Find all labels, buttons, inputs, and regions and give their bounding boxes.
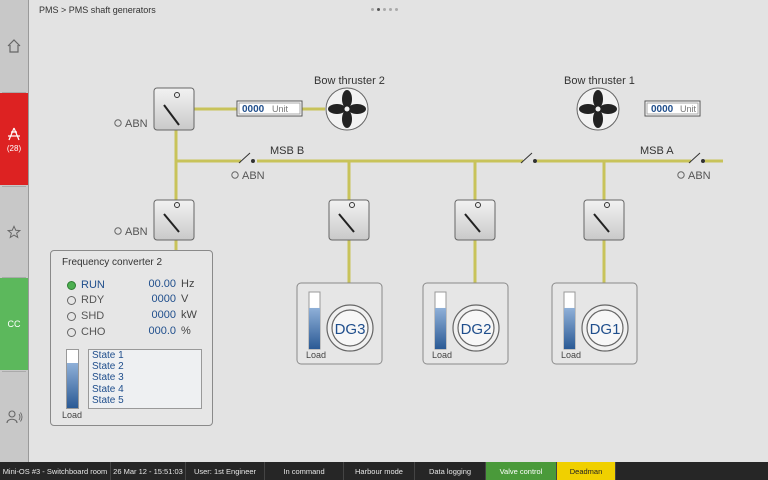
breaker-fc2[interactable]	[153, 199, 195, 241]
bt2-unit: Unit	[272, 104, 289, 114]
star-icon	[7, 225, 21, 239]
row-unit: %	[181, 325, 191, 337]
breadcrumb[interactable]: PMS > PMS shaft generators	[39, 5, 156, 15]
fc-row-shd: SHD	[67, 309, 111, 323]
generator-name: DG3	[335, 321, 366, 338]
bus-lines	[174, 107, 723, 283]
breaker-dg3[interactable]	[328, 199, 370, 241]
state-item: State 3	[92, 372, 124, 384]
main-area: PMS > PMS shaft generators	[29, 0, 768, 462]
fan-icon-bt1[interactable]	[576, 87, 620, 131]
load-bar-fill	[435, 307, 446, 349]
home-icon	[7, 39, 21, 53]
user-speaker-icon	[6, 410, 23, 424]
load-label: Load	[306, 350, 326, 360]
abn-label-msb-a: ABN	[688, 170, 711, 182]
abn-label-bt2: ABN	[125, 118, 148, 130]
user-button[interactable]	[0, 400, 28, 434]
bt1-unit: Unit	[680, 104, 697, 114]
bt2-value-box: 0000 Unit	[236, 100, 303, 117]
breaker-dg1[interactable]	[583, 199, 625, 241]
bt1-value-box: 0000 Unit	[644, 100, 701, 117]
load-label: Load	[561, 350, 581, 360]
panel-title: Frequency converter 2	[62, 257, 163, 268]
msb-b-label: MSB B	[270, 145, 304, 157]
favorites-button[interactable]	[0, 215, 28, 249]
bt2-value: 0000	[242, 104, 265, 115]
row-value: 0000	[151, 309, 176, 321]
breaker-bt2[interactable]	[153, 87, 195, 131]
datetime: 26 Mar 12 - 15:51:03	[111, 462, 186, 480]
fan-icon-bt2[interactable]	[325, 87, 369, 131]
bow-thruster-1-label: Bow thruster 1	[564, 75, 635, 87]
state-item: State 2	[92, 361, 124, 373]
generator-dg3[interactable]: Load DG3	[296, 282, 383, 365]
page-indicator	[371, 8, 398, 11]
breaker-dg2[interactable]	[454, 199, 496, 241]
row-label: RUN	[81, 279, 105, 291]
state-item: State 4	[92, 383, 124, 395]
row-unit: Hz	[181, 278, 195, 290]
frequency-converter-panel[interactable]: Frequency converter 2 RUN 00.00 Hz RDY 0…	[50, 250, 213, 426]
generator-dg1[interactable]: Load DG1	[551, 282, 638, 365]
status-led	[67, 280, 76, 290]
valve-control-button[interactable]: Valve control	[486, 462, 557, 480]
location: Mini-OS #3 - Switchboard room	[0, 462, 111, 480]
cc-button[interactable]: CC	[0, 278, 28, 370]
bt1-value: 0000	[651, 104, 674, 115]
load-label: Load	[432, 350, 452, 360]
row-unit: V	[181, 293, 189, 305]
left-sidebar: (28) CC	[0, 0, 29, 462]
state-list: State 1 State 2 State 3 State 4 State 5	[88, 349, 202, 409]
row-label: RDY	[81, 294, 105, 306]
cc-label: CC	[7, 319, 21, 329]
status-led	[67, 327, 76, 337]
load-bar	[66, 349, 79, 409]
alarm-icon	[8, 127, 20, 140]
fc-row-run: RUN	[67, 278, 111, 292]
status-led	[67, 295, 76, 305]
msb-a-label: MSB A	[640, 145, 674, 157]
in-command-button[interactable]: In command	[265, 462, 344, 480]
row-label: SHD	[81, 310, 105, 322]
load-label: Load	[62, 410, 83, 420]
row-label: CHO	[81, 326, 106, 338]
row-value: 00.00	[148, 278, 176, 290]
alarm-button[interactable]: (28)	[0, 93, 28, 185]
alarm-count: (28)	[6, 143, 22, 153]
single-line-diagram: ABN ABN ABN ABN MSB B MSB A Bow thruster…	[114, 75, 723, 365]
user-info: User: 1st Engineer	[186, 462, 265, 480]
deadman-button[interactable]: Deadman	[557, 462, 616, 480]
home-button[interactable]	[0, 30, 28, 62]
fc-row-rdy: RDY	[67, 293, 111, 307]
data-logging-button[interactable]: Data logging	[415, 462, 486, 480]
row-unit: kW	[181, 309, 197, 321]
row-value: 000.0	[148, 325, 176, 337]
status-led	[67, 311, 76, 321]
harbour-mode-button[interactable]: Harbour mode	[344, 462, 415, 480]
generator-name: DG1	[590, 321, 621, 338]
load-bar-fill	[67, 362, 78, 408]
load-bar-fill	[309, 307, 320, 349]
abn-label-msb-tie: ABN	[242, 170, 265, 182]
status-bar: Mini-OS #3 - Switchboard room 26 Mar 12 …	[0, 462, 768, 480]
fc-row-cho: CHO	[67, 325, 111, 339]
bus-tie-switches[interactable]	[238, 152, 705, 164]
generator-dg2[interactable]: Load DG2	[422, 282, 509, 365]
abn-label-fc2: ABN	[125, 226, 148, 238]
row-value: 0000	[151, 293, 176, 305]
generator-name: DG2	[461, 321, 492, 338]
state-item: State 1	[92, 350, 124, 361]
state-item: State 5	[92, 394, 124, 406]
load-bar-fill	[564, 307, 575, 349]
bow-thruster-2-label: Bow thruster 2	[314, 75, 385, 87]
